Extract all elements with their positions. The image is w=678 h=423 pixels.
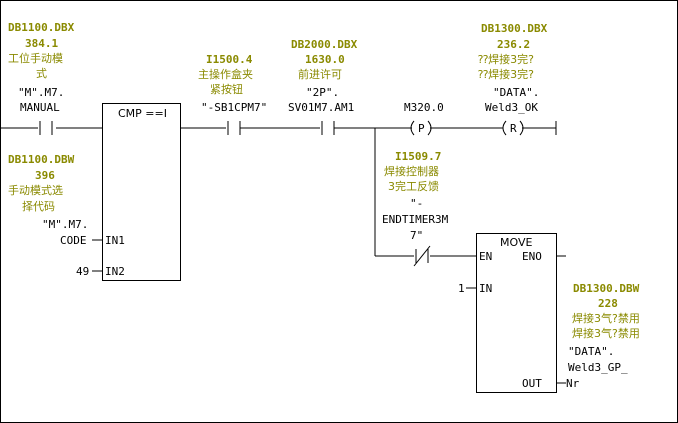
contact-endtimer[interactable]	[414, 248, 430, 264]
coil-r-comment-line2: ⁇焊接3完?	[478, 68, 534, 81]
contact-clamp-comment-line1: 主操作盒夹	[198, 68, 253, 81]
move-block[interactable]	[476, 233, 557, 393]
move-out-label: OUT	[522, 377, 542, 390]
contact-permit-offset: 1630.0	[305, 53, 345, 66]
coil-p-label[interactable]: P	[418, 122, 425, 135]
contact-endtimer-symbol-line2: ENDTIMER3M	[382, 213, 449, 226]
contact-manual-offset: 384.1	[25, 37, 59, 50]
contact-clamp-comment-line2: 紧按钮	[210, 83, 243, 96]
contact-endtimer-symbol-line1: "-	[410, 197, 424, 210]
move-in-label: IN	[479, 282, 493, 295]
move-out-offset: 228	[598, 297, 618, 310]
move-eno-label: ENO	[522, 250, 542, 263]
cmp-in1-symbol-line1: "M".M7.	[42, 218, 89, 231]
cmp-in1-symbol-line2: CODE	[60, 234, 87, 247]
contact-manual-comment-line2: 式	[36, 67, 47, 80]
move-block-title: MOVE	[500, 236, 533, 249]
contact-endtimer-comment-line1: 焊接控制器	[384, 165, 439, 178]
contact-manual-address: DB1100.DBX	[8, 21, 75, 34]
contact-permit-symbol-line2: SV01M7.AM1	[288, 101, 355, 114]
contact-permit-comment: 前进许可	[298, 68, 342, 81]
move-en-label: EN	[479, 250, 493, 263]
cmp-block-title: CMP ==I	[118, 107, 167, 120]
cmp-block[interactable]	[102, 103, 181, 281]
contact-endtimer-comment-line2: 3完工反馈	[388, 180, 439, 193]
cmp-in1-comment-line1: 手动模式选	[8, 184, 63, 197]
contact-clamp[interactable]	[226, 120, 242, 136]
move-out-address: DB1300.DBW	[573, 282, 640, 295]
coil-r-symbol-line1: "DATA".	[493, 86, 540, 99]
contact-manual[interactable]	[38, 120, 54, 136]
coil-r-address: DB1300.DBX	[481, 22, 548, 35]
move-out-pin: Nr	[566, 377, 580, 390]
contact-permit-symbol-line1: "2P".	[306, 86, 340, 99]
contact-clamp-address: I1500.4	[206, 53, 253, 66]
cmp-in2-label: IN2	[105, 265, 125, 278]
coil-r-offset: 236.2	[497, 38, 531, 51]
contact-permit-address: DB2000.DBX	[291, 38, 358, 51]
move-in-value: 1	[458, 282, 465, 295]
coil-r-symbol-line2: Weld3_OK	[485, 101, 538, 114]
cmp-in1-comment-line2: 择代码	[22, 200, 55, 213]
contact-manual-symbol-line2: MANUAL	[20, 101, 60, 114]
coil-r-label[interactable]: R	[510, 122, 517, 135]
move-out-comment-line1: 焊接3气?禁用	[572, 312, 640, 325]
cmp-in1-offset: 396	[35, 169, 55, 182]
contact-manual-comment-line1: 工位手动模	[8, 52, 63, 65]
contact-manual-symbol-line1: "M".M7.	[18, 86, 65, 99]
cmp-in1-label: IN1	[105, 234, 125, 247]
coil-r-comment-line1: ⁇焊接3完?	[478, 53, 534, 66]
move-out-comment-line2: 焊接3气?禁用	[572, 327, 640, 340]
coil-p-address: M320.0	[404, 101, 444, 114]
cmp-in1-address: DB1100.DBW	[8, 153, 75, 166]
contact-clamp-symbol: "-SB1CPM7"	[201, 101, 268, 114]
move-out-symbol-line1: "DATA".	[568, 345, 615, 358]
contact-permit[interactable]	[320, 120, 336, 136]
move-out-symbol-line2: Weld3_GP_	[568, 361, 628, 374]
cmp-in2-value: 49	[76, 265, 90, 278]
contact-endtimer-symbol-line3: 7"	[410, 229, 424, 242]
contact-endtimer-address: I1509.7	[395, 150, 442, 163]
